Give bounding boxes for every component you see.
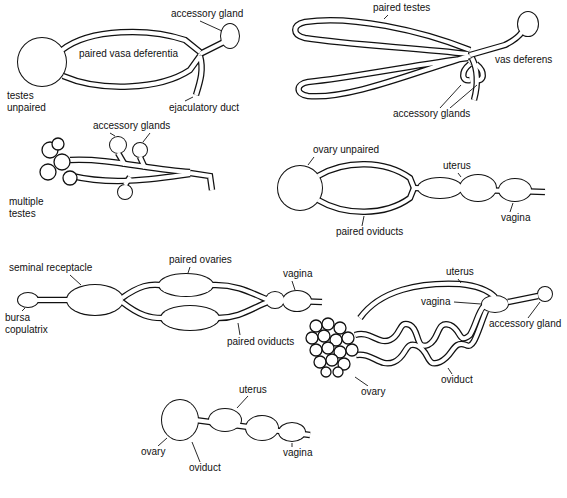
organ-outline bbox=[310, 344, 322, 356]
organ-outline bbox=[306, 332, 318, 344]
leader-line bbox=[238, 323, 240, 335]
part-label: ovary bbox=[140, 446, 166, 458]
organ-outline bbox=[346, 344, 358, 356]
part-label: vagina bbox=[500, 212, 531, 224]
leader-line bbox=[458, 173, 461, 177]
part-label: uterus bbox=[238, 384, 268, 396]
organ-outline bbox=[334, 322, 346, 334]
part-label: paired testes bbox=[372, 2, 431, 14]
part-label: uterus bbox=[442, 160, 472, 172]
leader-line bbox=[188, 267, 190, 273]
part-label: uterus bbox=[445, 266, 475, 278]
leader-line bbox=[510, 203, 513, 212]
leader-line bbox=[528, 302, 540, 318]
leader-line bbox=[450, 85, 477, 108]
part-label: vagina bbox=[282, 268, 313, 280]
leader-line bbox=[292, 281, 295, 290]
leader-line bbox=[237, 396, 248, 408]
organ-outline bbox=[322, 318, 334, 330]
leader-line bbox=[308, 157, 314, 165]
organ-outline bbox=[342, 332, 354, 344]
part-label: paired oviducts bbox=[226, 336, 295, 348]
part-label: paired oviducts bbox=[335, 226, 404, 238]
part-label: accessory gland bbox=[488, 318, 562, 330]
organ-outline bbox=[321, 367, 331, 377]
part-label: vas deferens bbox=[494, 54, 553, 66]
leader-line bbox=[192, 442, 200, 462]
part-label: testes unpaired bbox=[6, 90, 58, 113]
part-label: vagina bbox=[420, 296, 451, 308]
organ-outline bbox=[18, 12, 552, 441]
part-label: accessory glands bbox=[392, 108, 471, 120]
organ-outline bbox=[322, 342, 334, 354]
leader-line bbox=[185, 97, 193, 101]
part-label: oviduct bbox=[188, 462, 222, 474]
leader-line bbox=[22, 308, 25, 311]
part-label: ovary unpaired bbox=[312, 144, 380, 156]
organ-outline bbox=[18, 12, 552, 441]
part-label: paired vasa deferentia bbox=[78, 48, 179, 60]
organ-outline bbox=[40, 138, 358, 377]
organ-outline bbox=[22, 15, 540, 462]
part-label: multiple testes bbox=[8, 196, 62, 219]
organ-outline bbox=[36, 20, 545, 435]
organ-outline bbox=[40, 164, 56, 180]
part-label: bursa copulatrix bbox=[4, 312, 62, 335]
leader-line bbox=[384, 15, 388, 19]
organ-outline bbox=[314, 356, 326, 368]
part-label: paired ovaries bbox=[168, 254, 233, 266]
organ-outline bbox=[318, 330, 330, 342]
leader-line bbox=[143, 133, 150, 142]
organ-outline bbox=[310, 320, 322, 332]
part-label: seminal receptacle bbox=[8, 262, 93, 274]
part-label: ejaculatory duct bbox=[168, 102, 240, 114]
organ-outline bbox=[326, 354, 338, 366]
leader-line bbox=[355, 377, 368, 386]
leader-line bbox=[158, 438, 167, 446]
organ-outline bbox=[52, 138, 64, 150]
part-label: vagina bbox=[282, 447, 313, 459]
leader-line bbox=[458, 279, 461, 283]
organ-outline bbox=[63, 171, 77, 185]
leader-line bbox=[110, 133, 115, 136]
organ-outline bbox=[36, 20, 545, 435]
part-label: oviduct bbox=[440, 374, 474, 386]
part-label: accessory glands bbox=[92, 120, 171, 132]
leader-line bbox=[70, 275, 81, 285]
leader-line bbox=[362, 216, 364, 226]
organ-outline bbox=[333, 367, 343, 377]
organ-outline bbox=[54, 154, 70, 170]
part-label: accessory gland bbox=[170, 8, 244, 20]
leader-line bbox=[440, 85, 461, 108]
leader-line bbox=[454, 302, 481, 304]
leader-line bbox=[200, 21, 222, 31]
part-label: ovary bbox=[360, 386, 386, 398]
